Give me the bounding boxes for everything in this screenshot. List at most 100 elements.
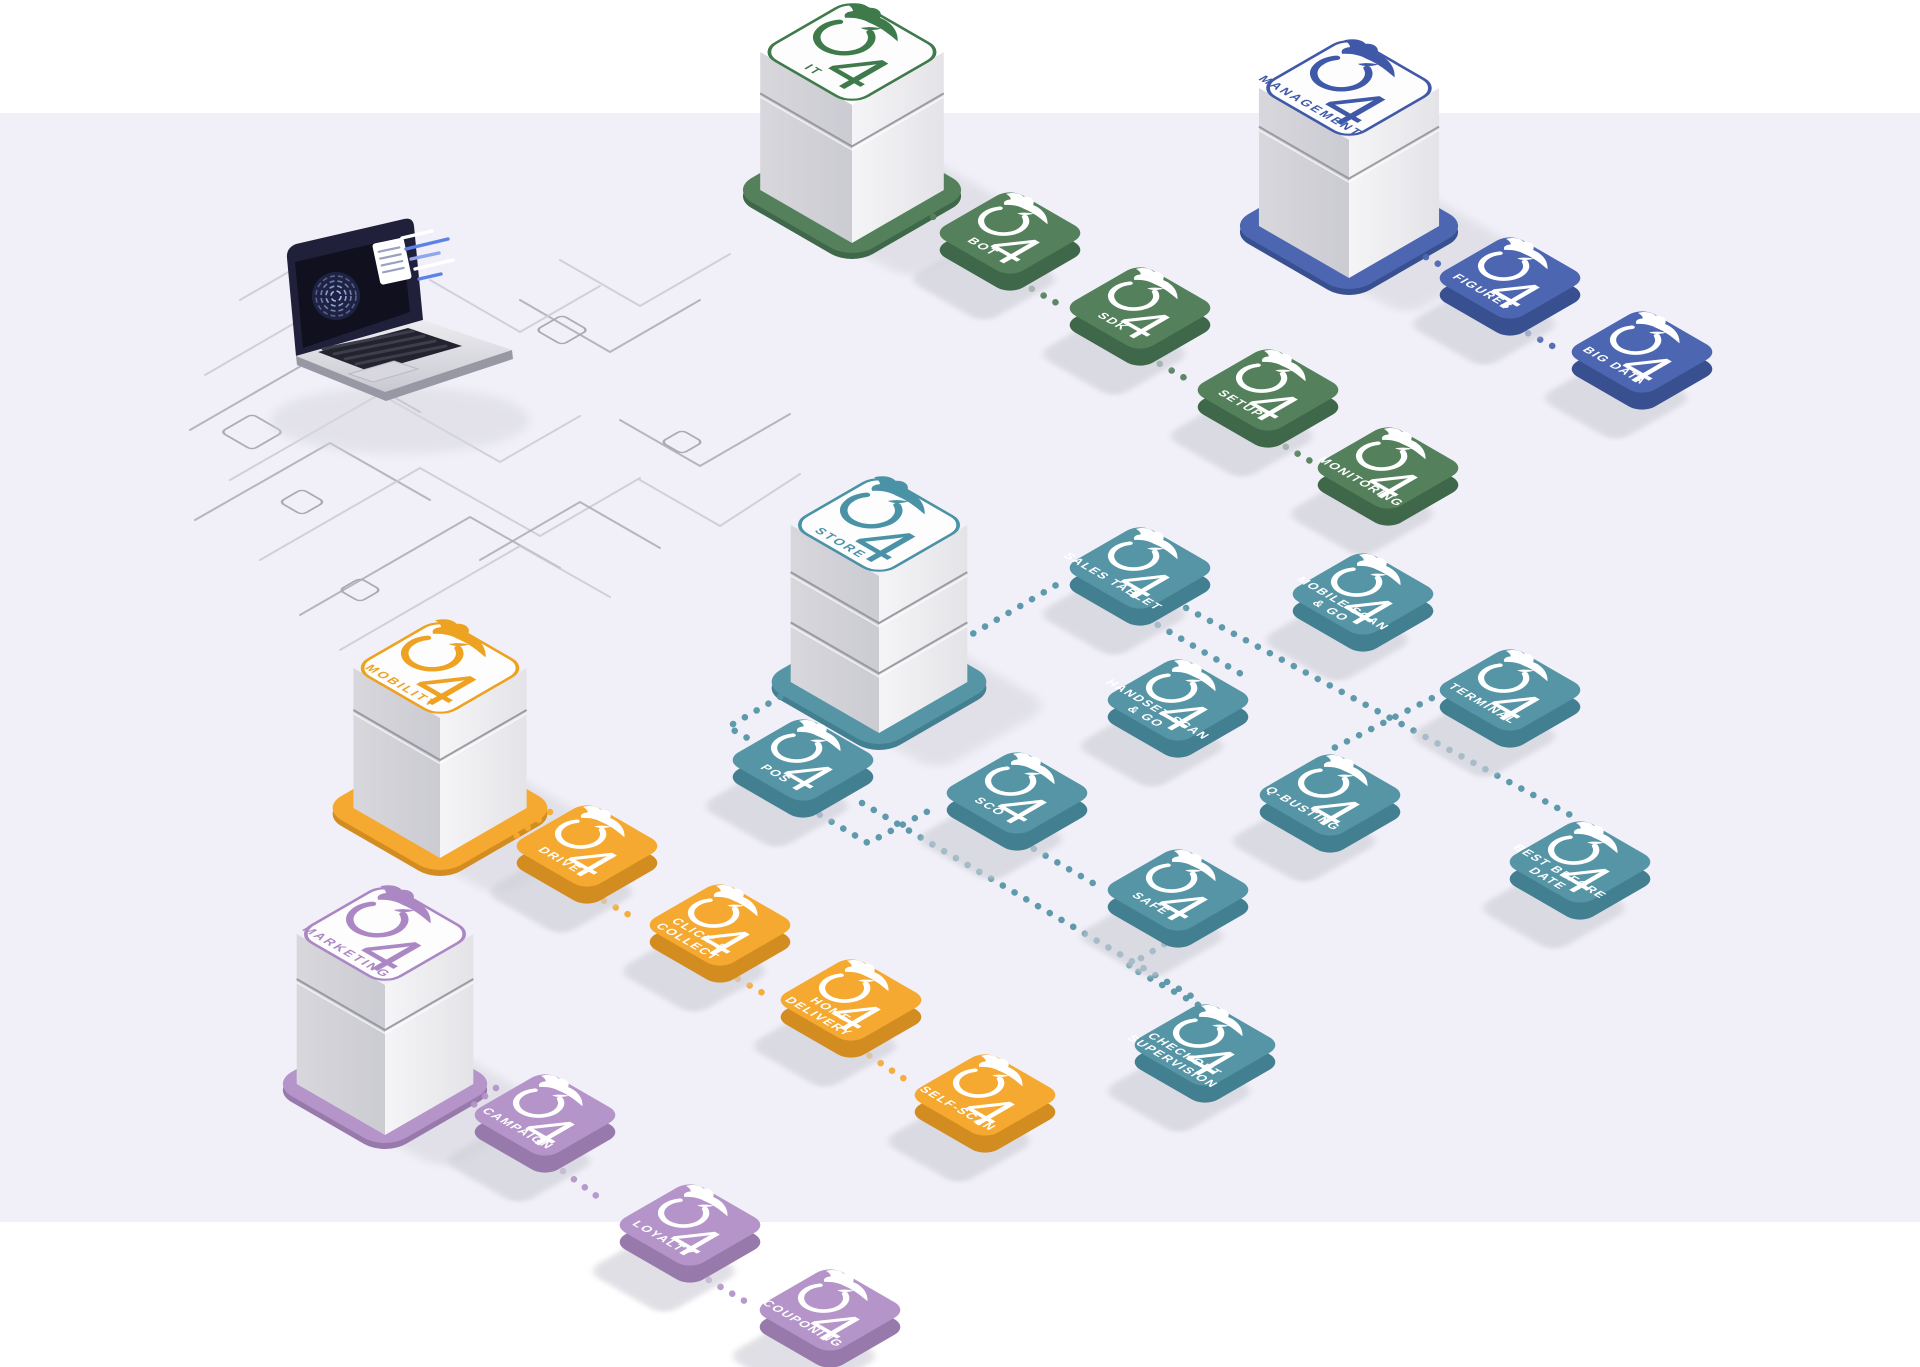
- laptop-trackpad: [347, 360, 420, 383]
- circuit-node: [340, 578, 380, 602]
- cube-seam: [1258, 125, 1440, 180]
- orca-icon: [1341, 39, 1395, 78]
- ring-icon: [1547, 835, 1600, 865]
- ring-icon: [984, 766, 1037, 796]
- code-line: [413, 258, 455, 271]
- cube-seam-highlight: [296, 981, 474, 1035]
- ring-icon: [952, 1068, 1005, 1098]
- orca-icon: [844, 959, 889, 992]
- orca-fin-icon: [1024, 772, 1041, 776]
- cube-seam-highlight: [1258, 129, 1440, 184]
- cube-right-face: [440, 668, 527, 858]
- orca-fin-icon: [1017, 212, 1034, 216]
- ring-icon: [770, 733, 823, 763]
- ring-icon: [512, 1088, 565, 1118]
- ring-icon: [1297, 768, 1350, 798]
- ring-icon: [1107, 281, 1160, 311]
- connector-home-delivery-self-scan: [854, 1044, 910, 1084]
- orca-icon: [1003, 192, 1048, 225]
- circuit-node: [537, 315, 587, 345]
- circuit-trace: [519, 299, 701, 353]
- orca-fin-icon: [1147, 547, 1164, 551]
- fingerprint-icon: [330, 290, 342, 302]
- ring-icon: [657, 1198, 710, 1228]
- connector-pos-sco: [804, 803, 940, 847]
- orca-fin-icon: [1185, 679, 1202, 683]
- cube-seam: [790, 621, 968, 675]
- orca-icon: [580, 805, 625, 838]
- connector-bot-sdk: [1016, 278, 1066, 310]
- circuit-trace: [429, 279, 601, 333]
- orca-icon: [683, 1184, 728, 1217]
- cube-left-face: [790, 525, 879, 733]
- cube-right-face: [852, 52, 944, 243]
- circuit-node: [662, 430, 702, 454]
- orca-fin-icon: [837, 1289, 854, 1293]
- tile-q-busting[interactable]: 4Q-BUSTING: [1226, 750, 1408, 886]
- orca-icon: [1573, 821, 1618, 854]
- orca-icon: [871, 476, 925, 515]
- cube-left-face: [296, 934, 385, 1135]
- cube-left-face: [1258, 88, 1349, 278]
- orca-fin-icon: [1395, 447, 1412, 451]
- ring-icon: [1330, 567, 1383, 597]
- connector-figures-big-data: [1512, 323, 1566, 355]
- orca-fin-icon: [1587, 841, 1604, 845]
- circuit-node: [280, 489, 324, 515]
- ring-icon: [1310, 55, 1373, 92]
- orca-icon: [796, 719, 841, 752]
- cube-it[interactable]: 4IT: [759, 0, 945, 243]
- ring-icon: [346, 901, 409, 938]
- orca-fin-icon: [697, 1204, 714, 1208]
- orca-fin-icon: [887, 500, 909, 504]
- connector-management-figures: [1398, 240, 1446, 270]
- cube-right-face: [385, 934, 474, 1135]
- ring-icon: [1477, 663, 1530, 693]
- connector-store-sales-tablet: [934, 580, 1062, 658]
- connector-sdk-setup: [1144, 353, 1194, 385]
- orca-fin-icon: [727, 904, 744, 908]
- orca-fin-icon: [810, 739, 827, 743]
- laptop-illustration: [270, 218, 530, 454]
- orca-icon: [844, 3, 898, 42]
- connector-loyalty-couponing: [693, 1269, 752, 1307]
- ring-icon: [1477, 251, 1530, 281]
- cube-seam-highlight: [790, 625, 968, 678]
- orca-fin-icon: [992, 1074, 1009, 1078]
- code-line: [409, 251, 441, 261]
- ring-icon: [1172, 1018, 1225, 1048]
- orca-fin-icon: [1337, 774, 1354, 778]
- orca-icon: [1133, 267, 1178, 300]
- ring-icon: [401, 635, 464, 672]
- orca-icon: [713, 884, 758, 917]
- orca-fin-icon: [448, 643, 470, 647]
- orca-fin-icon: [552, 1094, 569, 1098]
